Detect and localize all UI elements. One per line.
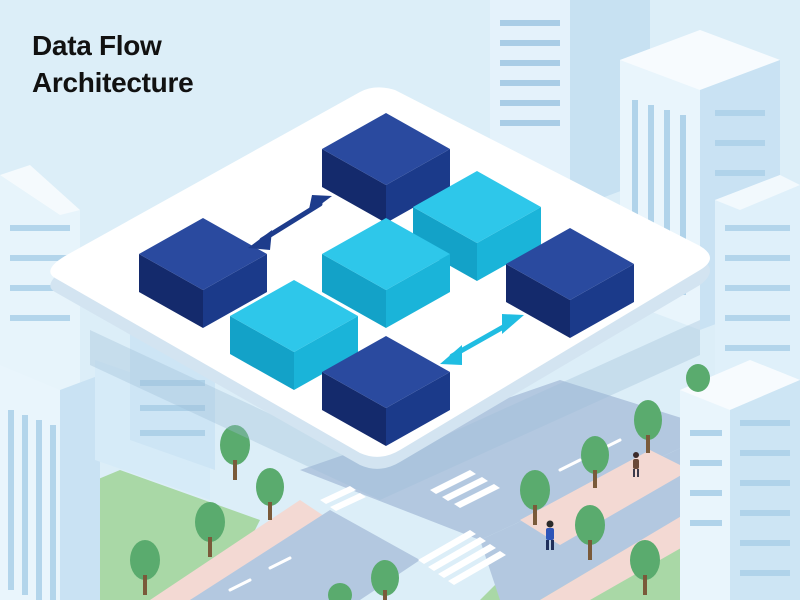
sidewalk-left (150, 500, 330, 600)
block-bottom-dark (322, 336, 450, 446)
tree (256, 468, 284, 520)
page-title: Data Flow Architecture (32, 27, 194, 101)
tree-group (130, 364, 710, 600)
building-left-middle (0, 165, 80, 400)
block-cyan-right-top (413, 171, 541, 281)
block-left-dark (139, 218, 267, 328)
page-title-line-1: Data Flow (32, 30, 162, 61)
block-cyan-center (322, 218, 450, 328)
building-right-front (680, 360, 800, 600)
tree (630, 540, 660, 595)
arrow-cyan-bidirectional (440, 314, 524, 365)
page-title-line-2: Architecture (32, 67, 194, 98)
crosswalk-left (320, 486, 366, 511)
building-far-right (715, 175, 800, 400)
tree (130, 540, 160, 595)
tree (328, 583, 352, 600)
block-right-dark (506, 228, 634, 338)
block-cyan-left (230, 280, 358, 390)
tree (686, 364, 710, 392)
pedestrian (633, 452, 639, 477)
tree (371, 560, 399, 600)
tree (575, 505, 605, 560)
tree (195, 502, 225, 557)
crosswalk-bottom (418, 530, 506, 585)
pedestrian (546, 520, 554, 550)
block-top-dark (322, 113, 450, 223)
building-left-front (0, 365, 100, 600)
blocks-layer (139, 113, 634, 446)
road-main (300, 380, 720, 540)
tree (520, 470, 550, 525)
sidewalk-right (520, 450, 690, 545)
tree (634, 400, 662, 453)
crosswalk-center (430, 470, 500, 508)
tree (220, 425, 250, 480)
tree (581, 436, 609, 488)
arrow-dark-bidirectional (248, 195, 332, 250)
road-diagonal-left (190, 510, 420, 600)
